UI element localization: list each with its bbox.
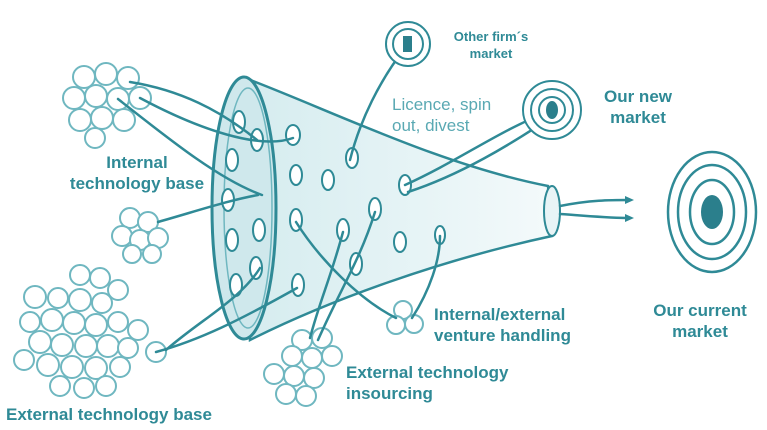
bubble: [37, 354, 59, 376]
hole: [337, 219, 349, 241]
hole: [226, 149, 238, 171]
line-to-current-1: [560, 200, 630, 206]
label-venture-handling: Internal/external venture handling: [434, 304, 594, 346]
bubble: [302, 348, 322, 368]
bubble: [75, 335, 97, 357]
bubble: [117, 67, 139, 89]
bubble: [112, 226, 132, 246]
insourcing-bubbles: [264, 328, 342, 406]
bubble: [74, 378, 94, 398]
current-market-target: [668, 152, 756, 272]
bubble: [276, 384, 296, 404]
bubble: [95, 63, 117, 85]
label-licence-spin-out-divest: Licence, spin out, divest: [392, 94, 522, 136]
bubble: [97, 335, 119, 357]
bubble: [284, 366, 304, 386]
bubble: [51, 334, 73, 356]
bubble: [24, 286, 46, 308]
bubble: [296, 386, 316, 406]
funnel-spout: [544, 186, 560, 236]
bubble: [85, 128, 105, 148]
other-firm-market-target: [386, 22, 430, 66]
bubble: [85, 85, 107, 107]
bubble: [41, 309, 63, 331]
bubble: [108, 312, 128, 332]
hole: [394, 232, 406, 252]
bubble: [61, 356, 83, 378]
bubble: [123, 245, 141, 263]
hole: [290, 165, 302, 185]
arrowhead-current-2: [625, 214, 634, 222]
hole: [286, 125, 300, 145]
bubble: [92, 293, 112, 313]
target-core: [701, 195, 723, 229]
label-our-current-market: Our current market: [640, 300, 760, 342]
bubble: [113, 109, 135, 131]
target-core: [546, 101, 558, 119]
bubble: [69, 109, 91, 131]
arrowhead-current-1: [625, 196, 634, 204]
hole: [369, 198, 381, 220]
hole: [253, 219, 265, 241]
label-our-new-market: Our new market: [590, 86, 686, 128]
bubble: [73, 66, 95, 88]
hole: [226, 229, 238, 251]
bubble: [304, 368, 324, 388]
bubble: [14, 350, 34, 370]
line-to-current-2: [560, 214, 630, 218]
bubble: [50, 376, 70, 396]
bubble: [91, 107, 113, 129]
bubble: [282, 346, 302, 366]
bubble: [405, 315, 423, 333]
bubble: [120, 208, 140, 228]
bubble: [110, 357, 130, 377]
bubble: [143, 245, 161, 263]
bubble: [20, 312, 40, 332]
bubble: [264, 364, 284, 384]
bubble: [118, 338, 138, 358]
external-technology-bubbles: [14, 265, 166, 398]
bubble: [63, 87, 85, 109]
bubble: [48, 288, 68, 308]
new-market-target: [523, 81, 581, 139]
bubble: [128, 320, 148, 340]
bubble: [85, 314, 107, 336]
hole: [292, 274, 304, 296]
bubble: [29, 331, 51, 353]
bubble: [322, 346, 342, 366]
hole: [322, 170, 334, 190]
bubble: [69, 289, 91, 311]
label-external-technology-insourcing: External technology insourcing: [346, 362, 546, 404]
bubble: [96, 376, 116, 396]
label-internal-technology-base: Internal technology base: [62, 152, 212, 194]
bubble: [63, 312, 85, 334]
bubble: [90, 268, 110, 288]
target-core: [403, 36, 412, 52]
label-external-technology-base: External technology base: [6, 404, 246, 425]
bubble: [70, 265, 90, 285]
label-other-firm-market: Other firm´s market: [436, 28, 546, 62]
